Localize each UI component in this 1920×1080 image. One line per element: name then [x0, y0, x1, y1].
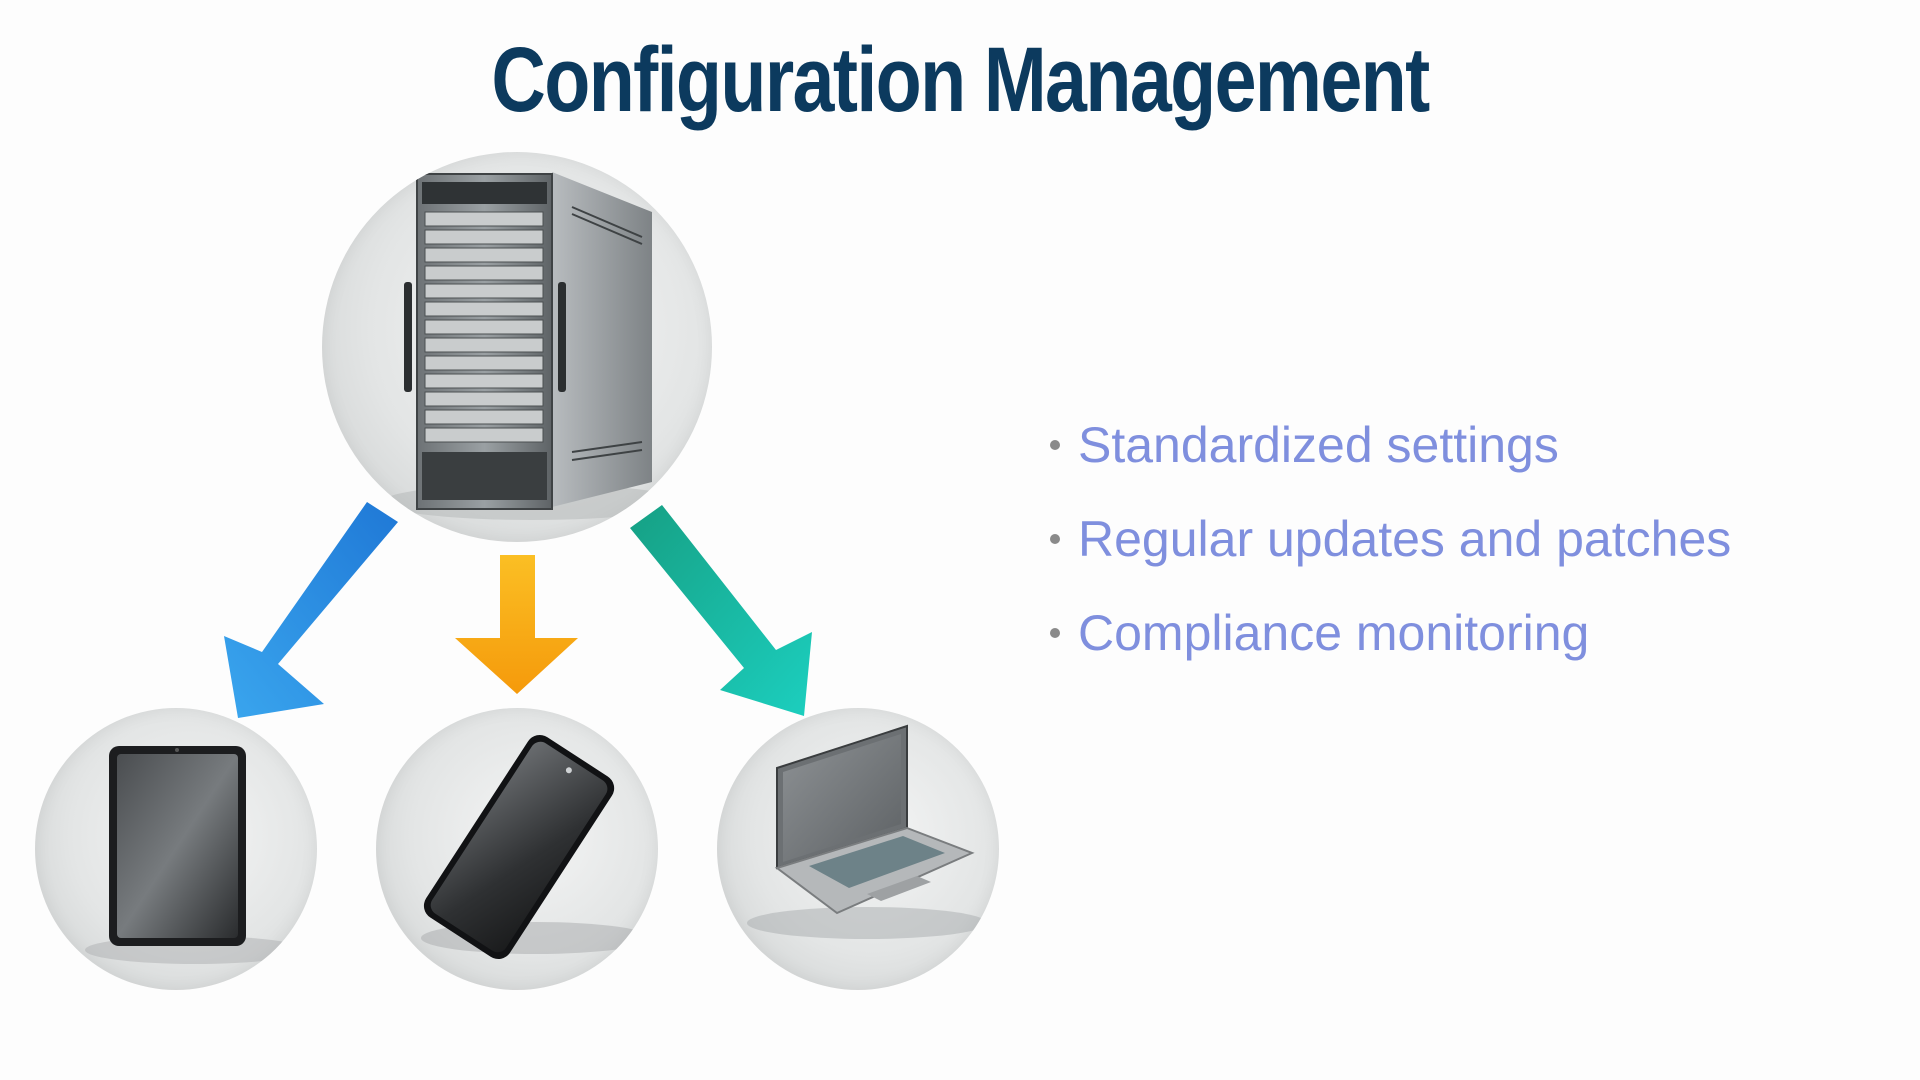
bullet-text: Regular updates and patches	[1078, 511, 1732, 567]
bullet-dot-icon	[1050, 440, 1060, 450]
arrow-middle-icon	[455, 555, 578, 694]
server-image	[322, 152, 712, 542]
arrow-left-icon	[224, 502, 398, 718]
bullet-text: Compliance monitoring	[1078, 605, 1590, 661]
bullet-dot-icon	[1050, 628, 1060, 638]
bullet-item: Compliance monitoring	[1050, 598, 1731, 692]
bullet-list: Standardized settings Regular updates an…	[1050, 410, 1731, 692]
tablet-image	[35, 708, 317, 990]
bullet-item: Standardized settings	[1050, 410, 1731, 504]
bullet-text: Standardized settings	[1078, 417, 1559, 473]
smartphone-icon	[421, 734, 651, 960]
laptop-icon	[747, 724, 987, 939]
smartphone-image	[376, 708, 658, 990]
laptop-image	[717, 708, 999, 990]
bullet-dot-icon	[1050, 534, 1060, 544]
server-icon	[382, 172, 682, 520]
slide-title: Configuration Management	[491, 29, 1430, 131]
tablet-icon	[85, 746, 305, 964]
arrow-right-icon	[630, 505, 812, 716]
bullet-item: Regular updates and patches	[1050, 504, 1731, 598]
